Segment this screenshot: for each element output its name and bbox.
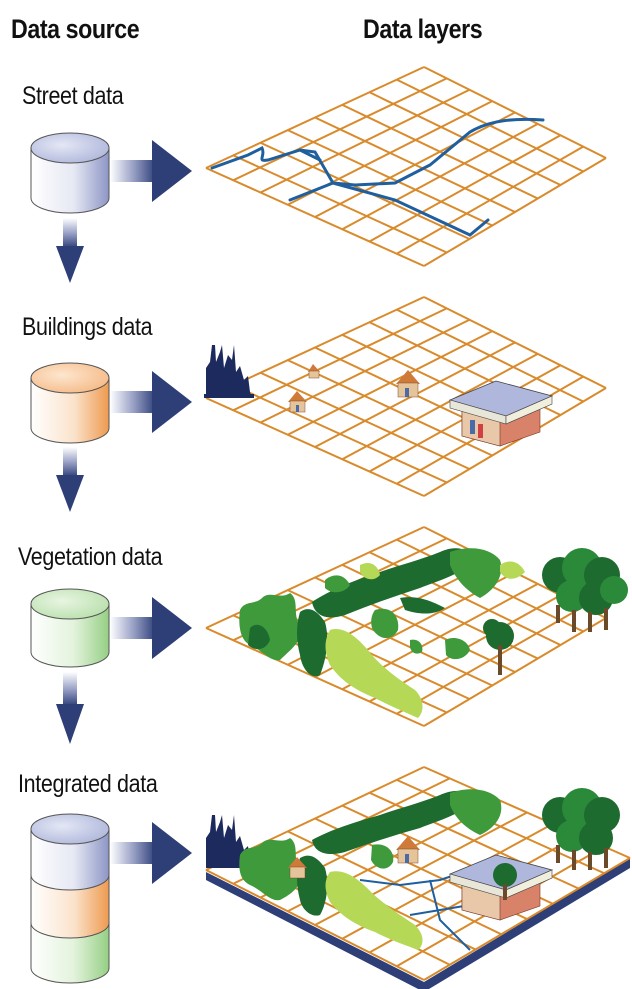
street-grid [205, 66, 607, 267]
street-layer [205, 66, 607, 267]
vegetation-database-icon [30, 588, 110, 668]
vegetation-patches [239, 548, 628, 718]
house-icon [396, 836, 420, 864]
vegetation-layer [205, 526, 628, 727]
tree-icon [483, 619, 514, 675]
data-layers-header: Data layers [363, 14, 483, 44]
tree-cluster-icon [542, 548, 628, 632]
buildings-layer [204, 296, 607, 497]
street-lines [210, 117, 545, 237]
down-arrow-icon [56, 447, 84, 512]
office-building-icon [448, 380, 554, 447]
down-arrow-icon [56, 218, 84, 283]
house-icon [288, 391, 307, 413]
buildings-data-label: Buildings data [22, 313, 153, 341]
street-database-icon [30, 132, 110, 214]
buildings-database-icon [30, 362, 110, 444]
house-icon [396, 370, 420, 398]
right-arrow-icon [110, 140, 192, 202]
integrated-database-icon [30, 813, 110, 984]
factory-icon [204, 345, 254, 398]
integrated-vegetation [239, 788, 620, 950]
down-arrow-icon [56, 672, 84, 744]
integrated-layer [205, 766, 631, 989]
right-arrow-icon [110, 597, 192, 659]
vegetation-data-label: Vegetation data [18, 543, 163, 571]
house-icon [288, 857, 307, 879]
office-building-icon [448, 854, 554, 921]
data-source-header: Data source [11, 14, 140, 44]
street-data-label: Street data [22, 82, 124, 110]
right-arrow-icon [110, 371, 192, 433]
buildings-grid [205, 296, 607, 497]
right-arrow-icon [110, 822, 192, 884]
house-icon [308, 364, 320, 379]
integrated-data-label: Integrated data [18, 770, 158, 798]
